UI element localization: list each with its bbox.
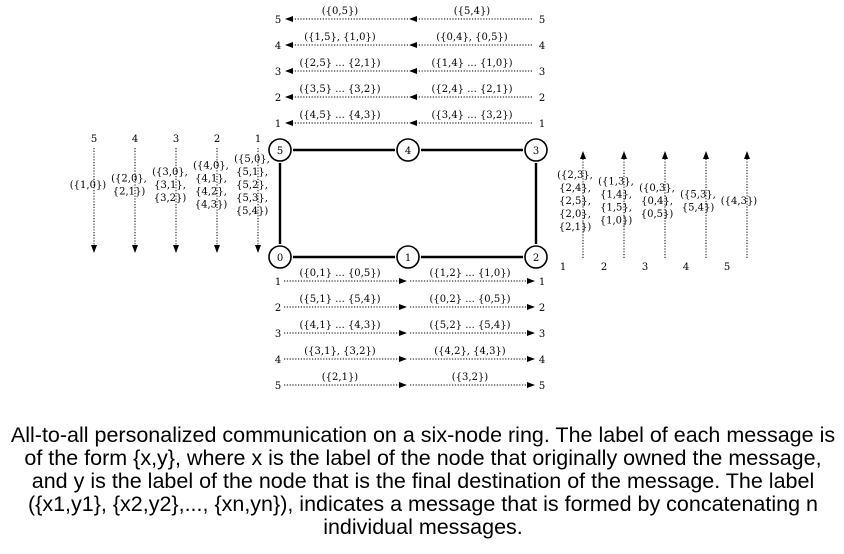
right-stack-line: ({0,3},: [639, 183, 675, 194]
left-stack-line: {3,1},: [154, 180, 186, 191]
right-stack-line: {1,5},: [600, 203, 632, 214]
node-2: [524, 245, 548, 269]
right-stack-line: ({1,3},: [598, 177, 634, 188]
left-stack-line: ({2,0},: [111, 174, 147, 185]
node-3: [524, 138, 548, 162]
top-right-label: ({1,4} ... {1,0}): [432, 58, 513, 69]
left-stack-step: 1: [255, 134, 261, 145]
right-stack-line: {1,0}): [600, 216, 633, 227]
top-left-label: ({2,5} ... {2,1}): [300, 58, 381, 69]
left-stack-line: {4,3}): [195, 200, 228, 211]
node-5: [268, 138, 292, 162]
bottom-right-step: 1: [539, 277, 545, 288]
bottom-right-step: 4: [539, 355, 545, 366]
ring-diagram: 0 1 2 3 4 5 ({0,5}) 5 ({1,5}, {1,0}) 4 ({2,5} ...…: [70, 6, 758, 392]
left-stack-step: 4: [132, 134, 138, 145]
right-stack-line: {5,4}): [682, 203, 715, 214]
node-0: [268, 245, 292, 269]
ring-nodes: 0 1 2 3 4 5: [268, 138, 548, 269]
right-stack-line: ({5,3},: [680, 190, 716, 201]
left-stack-step: 2: [214, 134, 220, 145]
bottom-left-step: 2: [275, 303, 281, 314]
right-stack-step: 5: [724, 262, 730, 273]
right-stack-line: {0,5}): [641, 209, 674, 220]
right-stack-step: 2: [601, 262, 607, 273]
message-stacks: 5 ({1,0}) 4 ({2,0}, {2,1}) 3 ({3,0}, {3,1}, {3,2…: [70, 134, 758, 273]
left-stack-step: 5: [91, 134, 97, 145]
left-stack-line: {5,4}): [236, 206, 269, 217]
left-stack-line: ({5,0},: [234, 154, 270, 165]
top-right-step: 5: [539, 15, 545, 26]
right-stack-line: {2,0},: [559, 209, 591, 220]
node-label-4: 4: [405, 146, 411, 157]
bottom-right-step: 2: [539, 303, 545, 314]
top-right-step: 1: [539, 119, 545, 130]
bottom-right-step: 3: [539, 329, 545, 340]
bottom-left-step: 5: [275, 381, 281, 392]
top-left-step: 2: [275, 93, 281, 104]
left-stack-line: {4,2},: [195, 187, 227, 198]
bottom-left-label: ({5,1} ... {5,4}): [300, 294, 381, 305]
bottom-right-label: ({0,2} ... {0,5}): [430, 294, 511, 305]
node-label-2: 2: [533, 253, 539, 264]
top-right-label: ({0,4}, {0,5}): [436, 32, 508, 43]
top-right-label: ({5,4}): [454, 6, 491, 17]
top-left-label: ({1,5}, {1,0}): [304, 32, 376, 43]
bottom-right-label: ({4,2}, {4,3}): [434, 346, 506, 357]
right-stack-step: 4: [683, 262, 689, 273]
top-left-label: ({0,5}): [322, 6, 359, 17]
bottom-left-step: 3: [275, 329, 281, 340]
bottom-left-label: ({2,1}): [322, 372, 359, 383]
right-stack-line: {2,4},: [559, 183, 591, 194]
left-stack-line: {5,3},: [236, 193, 268, 204]
left-stack-step: 3: [173, 134, 179, 145]
top-left-step: 4: [275, 41, 281, 52]
right-stack-line: {2,1}): [559, 222, 592, 233]
node-label-0: 0: [277, 253, 283, 264]
right-stack-line: ({2,3},: [557, 170, 593, 181]
node-4: [396, 138, 420, 162]
bottom-left-label: ({0,1} ... {0,5}): [300, 268, 381, 279]
top-left-label: ({3,5} ... {3,2}): [300, 84, 381, 95]
top-right-label: ({3,4} ... {3,2}): [432, 110, 513, 121]
left-stack-line: ({1,0}): [70, 180, 107, 191]
left-stack-line: ({3,0},: [152, 167, 188, 178]
bottom-right-label: ({3,2}): [452, 372, 489, 383]
bottom-left-step: 1: [275, 277, 281, 288]
top-left-label: ({4,5} ... {4,3}): [300, 110, 381, 121]
bottom-right-label: ({5,2} ... {5,4}): [430, 320, 511, 331]
bottom-left-label: ({3,1}, {3,2}): [304, 346, 376, 357]
bottom-right-step: 5: [539, 381, 545, 392]
right-stack-step: 1: [560, 262, 566, 273]
top-right-label: ({2,4} ... {2,1}): [432, 84, 513, 95]
top-left-step: 5: [275, 15, 281, 26]
node-label-5: 5: [277, 146, 283, 157]
left-stack-line: ({4,0},: [193, 161, 229, 172]
top-left-step: 1: [275, 119, 281, 130]
top-right-step: 4: [539, 41, 545, 52]
bottom-left-step: 4: [275, 355, 281, 366]
left-stack-line: {5,1},: [236, 167, 268, 178]
left-stack-line: {5,2},: [236, 180, 268, 191]
right-stack-line: {1,4},: [600, 190, 632, 201]
right-stack-line: {2,5},: [559, 196, 591, 207]
node-label-1: 1: [405, 253, 411, 264]
right-stack-line: ({4,3}): [721, 196, 758, 207]
top-right-step: 3: [539, 67, 545, 78]
node-1: [396, 245, 420, 269]
top-right-step: 2: [539, 93, 545, 104]
right-stack-step: 3: [642, 262, 648, 273]
message-labels: ({0,5}) 5 ({1,5}, {1,0}) 4 ({2,5} ... {2,1})…: [275, 6, 545, 392]
ring-edges: [278, 148, 538, 259]
right-stack-line: {0,4},: [641, 196, 673, 207]
bottom-left-label: ({4,1} ... {4,3}): [300, 320, 381, 331]
caption: All-to-all personalized communication on…: [10, 423, 836, 539]
node-label-3: 3: [533, 146, 539, 157]
left-stack-line: {4,1},: [195, 174, 227, 185]
top-left-step: 3: [275, 67, 281, 78]
bottom-right-label: ({1,2} ... {1,0}): [430, 268, 511, 279]
left-stack-line: {2,1}): [113, 187, 146, 198]
left-stack-line: {3,2}): [154, 193, 187, 204]
